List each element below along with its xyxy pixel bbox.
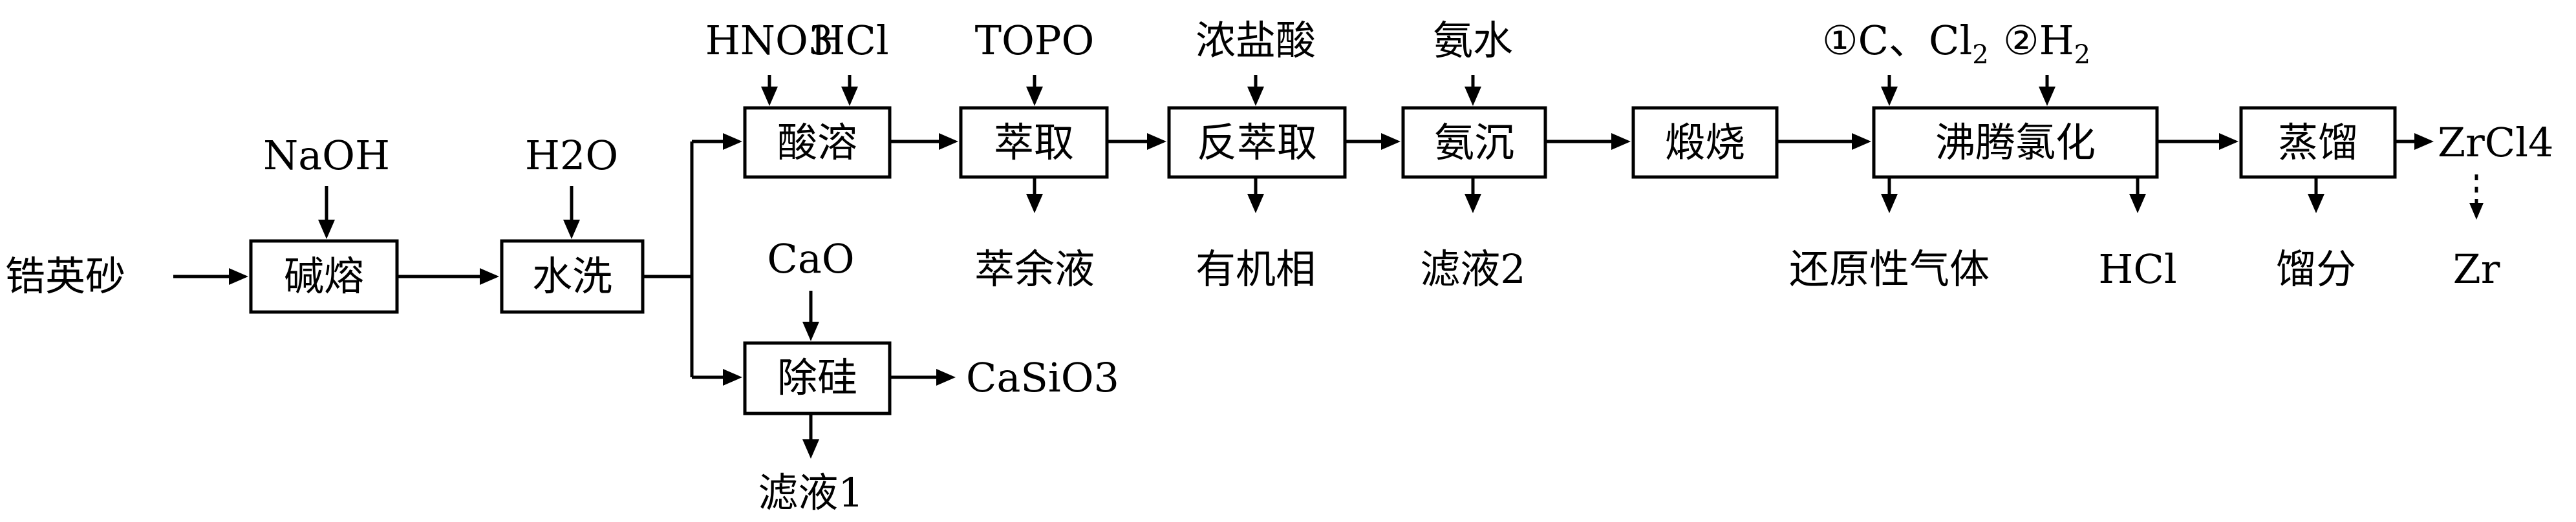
- reagent-c-cl2-main: ①C、Cl: [1822, 17, 1972, 64]
- step-desilication-label: 除硅: [777, 354, 857, 401]
- step-ammonia-precipitation: 氨沉: [1401, 106, 1547, 179]
- reagent-c-cl2-sub: 2: [1972, 40, 1988, 70]
- reagent-cao: CaO: [767, 235, 854, 282]
- output-zrcl4: ZrCl4: [2438, 119, 2553, 166]
- reagent-topo: TOPO: [975, 17, 1095, 64]
- output-reducing-gas: 还原性气体: [1789, 245, 1990, 293]
- step-back-extraction: 反萃取: [1167, 106, 1347, 179]
- reagent-hno3: HNO3: [705, 17, 834, 64]
- reagent-ammonia-water: 氨水: [1433, 17, 1513, 64]
- step-boiling-chlorination: 沸腾氯化: [1872, 106, 2159, 179]
- step-extraction: 萃取: [959, 106, 1109, 179]
- reagent-h2: ②H2: [2003, 17, 2090, 70]
- step-calcination-label: 煅烧: [1665, 119, 1745, 166]
- step-acid-dissolution-label: 酸溶: [777, 119, 857, 166]
- step-distillation-label: 蒸馏: [2278, 119, 2358, 166]
- step-alkali-fusion-label: 碱熔: [284, 253, 364, 300]
- reagent-hcl: HCl: [810, 17, 888, 64]
- input-zircon-sand: 锆英砂: [5, 253, 125, 300]
- step-acid-dissolution: 酸溶: [743, 106, 892, 179]
- step-ammonia-precipitation-label: 氨沉: [1434, 119, 1514, 166]
- reagent-naoh: NaOH: [263, 132, 390, 179]
- step-water-wash: 水洗: [500, 239, 645, 314]
- output-filtrate-1: 滤液1: [758, 469, 863, 516]
- step-alkali-fusion: 碱熔: [249, 239, 399, 314]
- step-distillation: 蒸馏: [2239, 106, 2397, 179]
- output-casio3: CaSiO3: [966, 354, 1119, 401]
- reagent-h2-sub: 2: [2074, 40, 2090, 70]
- step-boiling-chlorination-label: 沸腾氯化: [1935, 119, 2096, 166]
- output-filtrate-2: 滤液2: [1420, 245, 1525, 293]
- reagent-conc-hcl: 浓盐酸: [1196, 17, 1316, 64]
- reagent-h2o-main: H2O: [525, 132, 618, 179]
- reagent-h2o: H2O: [525, 132, 618, 179]
- connectors: [173, 75, 2484, 459]
- output-hcl-gas: HCl: [2098, 245, 2176, 293]
- output-zr: Zr: [2453, 245, 2500, 293]
- step-calcination: 煅烧: [1631, 106, 1779, 179]
- output-fraction: 馏分: [2276, 245, 2356, 293]
- reagent-c-cl2: ①C、Cl2: [1822, 17, 1989, 70]
- reagent-h2-main: ②H: [2003, 17, 2074, 64]
- output-organic-phase: 有机相: [1196, 245, 1316, 293]
- step-desilication: 除硅: [743, 341, 892, 415]
- step-extraction-label: 萃取: [994, 119, 1074, 166]
- output-raffinate: 萃余液: [974, 245, 1095, 293]
- step-water-wash-label: 水洗: [532, 253, 612, 300]
- step-back-extraction-label: 反萃取: [1197, 119, 1317, 166]
